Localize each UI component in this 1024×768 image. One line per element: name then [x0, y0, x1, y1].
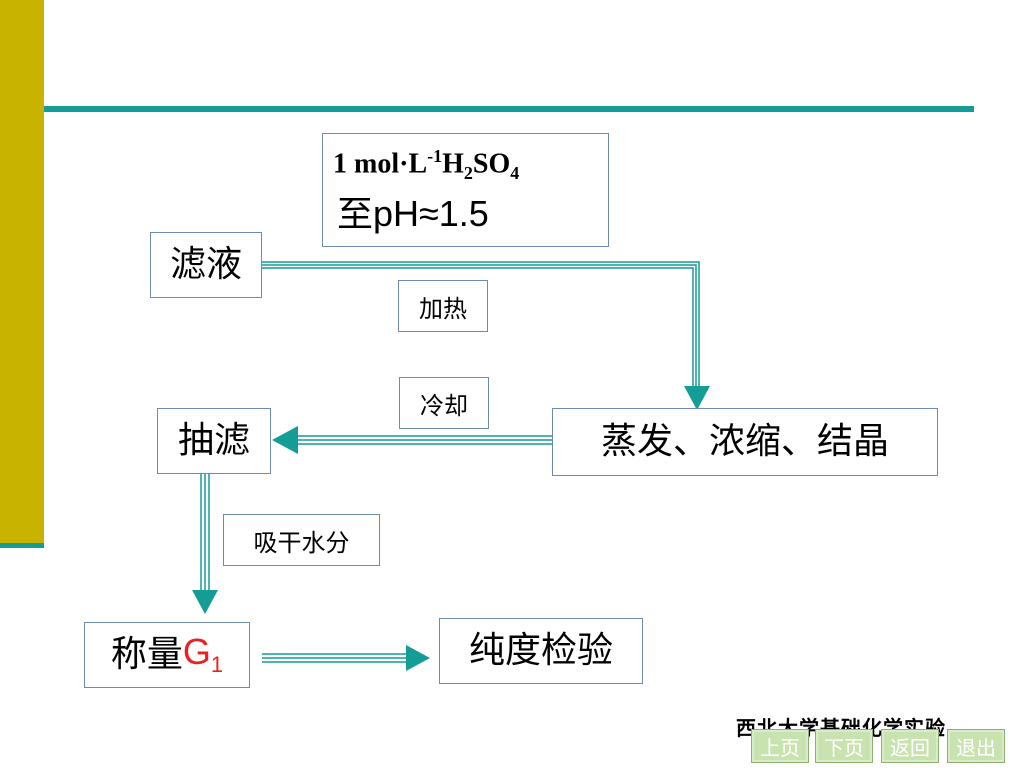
prev-page-button[interactable]: 上页 — [751, 729, 809, 763]
header-divider — [44, 106, 974, 112]
next-page-button[interactable]: 下页 — [815, 729, 873, 763]
arrowhead-right-purity — [406, 645, 430, 671]
exit-button[interactable]: 退出 — [947, 729, 1005, 763]
acid-concentration-label: 1 mol·L-1H2SO4 — [333, 146, 520, 183]
ph-target-label: 至pH≈1.5 — [337, 193, 489, 234]
arrowhead-down-weigh — [192, 590, 218, 614]
left-accent-bar — [0, 0, 44, 543]
label-blot-dry: 吸干水分 — [223, 514, 380, 566]
left-accent-underline — [0, 543, 44, 548]
arrow-filtrate-to-evaporate-line — [262, 261, 700, 388]
arrowhead-down-evaporate — [684, 386, 710, 410]
node-evaporate-concentrate-crystallize: 蒸发、浓缩、结晶 — [552, 408, 938, 476]
arrowhead-left-suction — [272, 426, 298, 454]
back-button[interactable]: 返回 — [881, 729, 939, 763]
label-heat: 加热 — [398, 280, 488, 332]
node-purity-test: 纯度检验 — [439, 618, 643, 684]
acid-condition-box: 1 mol·L-1H2SO4 至pH≈1.5 — [322, 133, 609, 247]
weigh-label: 称量 — [110, 634, 183, 675]
node-filtrate: 滤液 — [150, 232, 262, 298]
node-suction-filtration: 抽滤 — [157, 408, 271, 474]
weigh-symbol: G1 — [182, 630, 224, 678]
label-cool: 冷却 — [399, 377, 489, 429]
